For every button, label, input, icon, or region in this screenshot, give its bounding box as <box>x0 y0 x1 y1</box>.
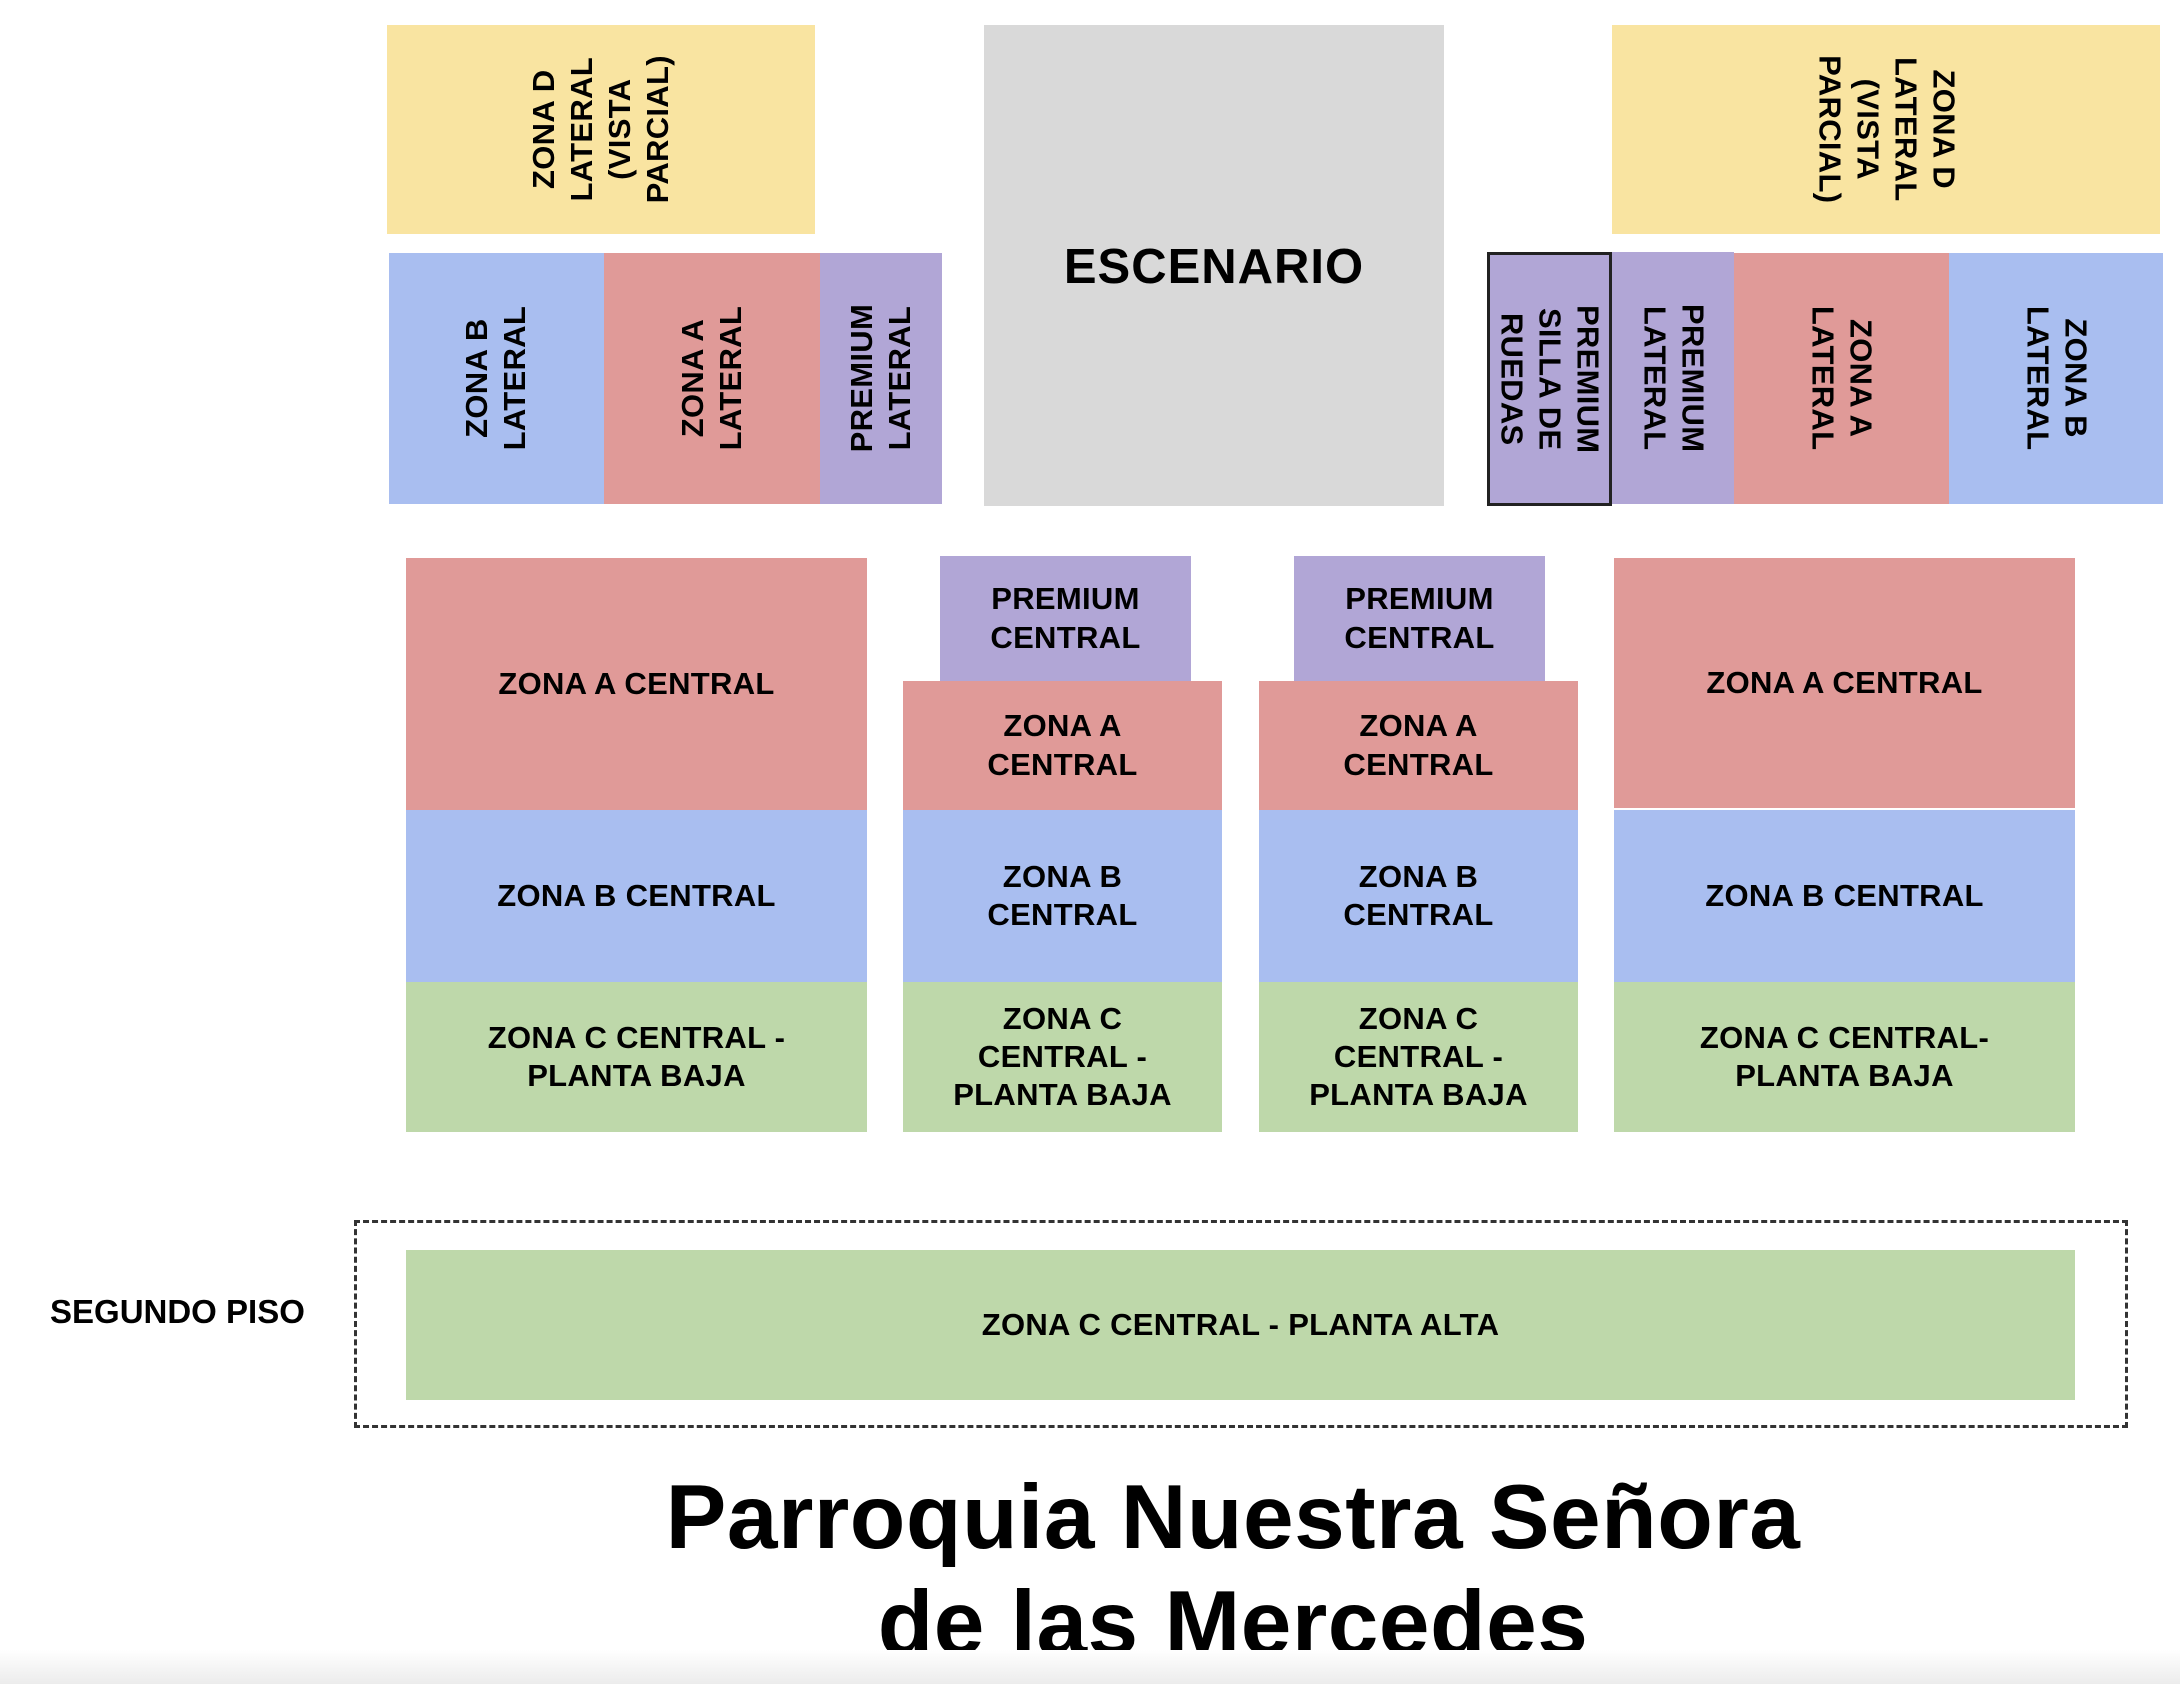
premium-silla-de-ruedas-label: PREMIUM SILLA DE RUEDAS <box>1494 304 1606 454</box>
zona-b-central-col1-label: ZONA B CENTRAL <box>497 877 776 913</box>
zona-c-central-col2-label: ZONA C CENTRAL - PLANTA BAJA <box>953 1000 1172 1113</box>
zona-a-central-col4-label: ZONA A CENTRAL <box>1706 664 1983 700</box>
zona-c-central-col4-label: ZONA C CENTRAL- PLANTA BAJA <box>1699 1019 1990 1093</box>
zona-c-central-col3-label: ZONA C CENTRAL - PLANTA BAJA <box>1309 1000 1528 1113</box>
zona-b-central-col2[interactable]: ZONA B CENTRAL <box>903 810 1222 982</box>
venue-title: Parroquia Nuestra Señora de las Mercedes <box>666 1465 1801 1678</box>
zona-b-central-col2-label: ZONA B CENTRAL <box>987 858 1138 932</box>
zona-a-central-col1[interactable]: ZONA A CENTRAL <box>406 558 867 810</box>
zona-d-lateral-left-label: ZONA D LATERAL (VISTA PARCIAL) <box>525 55 676 204</box>
premium-lateral-right[interactable]: PREMIUM LATERAL <box>1612 252 1734 504</box>
zona-b-lateral-right-label: ZONA B LATERAL <box>2019 306 2094 451</box>
zona-a-central-col3-label: ZONA A CENTRAL <box>1343 708 1494 782</box>
zona-a-central-col3[interactable]: ZONA A CENTRAL <box>1259 681 1578 810</box>
zona-c-central-col1-label: ZONA C CENTRAL - PLANTA BAJA <box>487 1019 786 1093</box>
premium-lateral-left-label: PREMIUM LATERAL <box>843 304 917 453</box>
segundo-piso-outline <box>354 1220 2128 1428</box>
premium-silla-de-ruedas[interactable]: PREMIUM SILLA DE RUEDAS <box>1487 252 1612 506</box>
zona-a-lateral-right-label: ZONA A LATERAL <box>1805 306 1879 451</box>
premium-central-col2-label: PREMIUM CENTRAL <box>990 581 1141 655</box>
premium-lateral-left[interactable]: PREMIUM LATERAL <box>820 253 942 504</box>
premium-central-col2[interactable]: PREMIUM CENTRAL <box>940 556 1191 681</box>
escenario-stage: ESCENARIO <box>984 25 1444 506</box>
zona-d-lateral-right-label: ZONA D LATERAL (VISTA PARCIAL) <box>1811 55 1962 204</box>
escenario-label: ESCENARIO <box>1063 240 1365 294</box>
zona-d-lateral-left[interactable]: ZONA D LATERAL (VISTA PARCIAL) <box>387 25 815 234</box>
zona-a-central-col2[interactable]: ZONA A CENTRAL <box>903 681 1222 810</box>
zona-b-central-col4-label: ZONA B CENTRAL <box>1705 877 1984 913</box>
zona-a-central-col1-label: ZONA A CENTRAL <box>498 665 775 701</box>
zona-c-central-col4[interactable]: ZONA C CENTRAL- PLANTA BAJA <box>1614 982 2075 1132</box>
venue-title-line-1: Parroquia Nuestra Señora <box>665 1467 1801 1568</box>
zona-d-lateral-right[interactable]: ZONA D LATERAL (VISTA PARCIAL) <box>1612 25 2160 234</box>
zona-b-central-col1[interactable]: ZONA B CENTRAL <box>406 810 867 982</box>
zona-c-central-col3[interactable]: ZONA C CENTRAL - PLANTA BAJA <box>1259 982 1578 1132</box>
zona-c-central-col1[interactable]: ZONA C CENTRAL - PLANTA BAJA <box>406 982 867 1132</box>
zona-c-central-planta-alta[interactable]: ZONA C CENTRAL - PLANTA ALTA <box>406 1250 2075 1400</box>
premium-lateral-right-label: PREMIUM LATERAL <box>1637 303 1711 453</box>
premium-central-col3-label: PREMIUM CENTRAL <box>1344 581 1495 655</box>
zona-b-central-col3[interactable]: ZONA B CENTRAL <box>1259 810 1578 982</box>
zona-b-lateral-right[interactable]: ZONA B LATERAL <box>1949 253 2163 504</box>
zona-a-lateral-left[interactable]: ZONA A LATERAL <box>604 253 820 504</box>
bottom-edge-fade <box>0 1650 2180 1684</box>
premium-central-col3[interactable]: PREMIUM CENTRAL <box>1294 556 1545 681</box>
zona-a-lateral-right[interactable]: ZONA A LATERAL <box>1734 253 1949 504</box>
zona-a-central-col2-label: ZONA A CENTRAL <box>987 708 1138 782</box>
segundo-piso-label: SEGUNDO PISO <box>50 1293 305 1330</box>
zona-b-lateral-left[interactable]: ZONA B LATERAL <box>389 253 604 504</box>
zona-a-central-col4[interactable]: ZONA A CENTRAL <box>1614 558 2075 808</box>
zona-b-lateral-left-label: ZONA B LATERAL <box>459 306 533 451</box>
zona-c-central-col2[interactable]: ZONA C CENTRAL - PLANTA BAJA <box>903 982 1222 1132</box>
zona-a-lateral-left-label: ZONA A LATERAL <box>674 306 748 451</box>
zona-c-central-planta-alta-label: ZONA C CENTRAL - PLANTA ALTA <box>981 1306 1500 1342</box>
zona-b-central-col3-label: ZONA B CENTRAL <box>1343 858 1494 932</box>
zona-b-central-col4[interactable]: ZONA B CENTRAL <box>1614 810 2075 982</box>
